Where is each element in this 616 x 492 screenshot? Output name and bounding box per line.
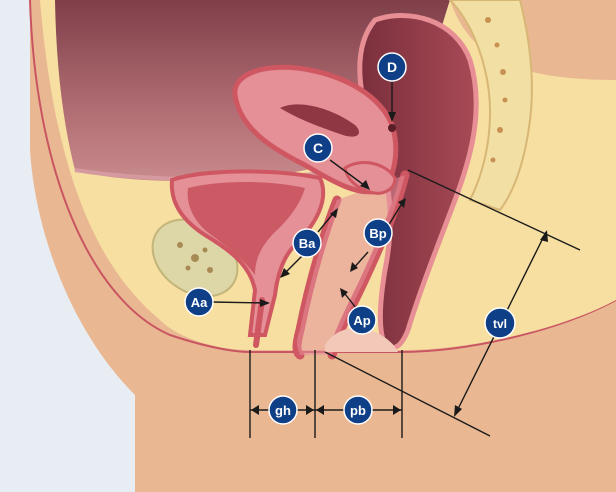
- label-bp: Bp: [364, 219, 392, 247]
- label-ba-text: Ba: [299, 236, 316, 251]
- label-ap-text: Ap: [353, 313, 370, 328]
- label-pb-text: pb: [350, 403, 366, 418]
- label-c: C: [304, 134, 332, 162]
- pointer-aa: [212, 302, 268, 303]
- label-c-text: C: [313, 140, 323, 156]
- label-gh-text: gh: [275, 403, 291, 418]
- label-tvl: tvl: [485, 308, 515, 338]
- posterior-fornix-dot: [388, 124, 396, 132]
- label-aa: Aa: [185, 288, 213, 316]
- label-d: D: [378, 53, 406, 81]
- label-bp-text: Bp: [369, 226, 386, 241]
- label-ap: Ap: [348, 306, 376, 334]
- label-ba: Ba: [293, 229, 321, 257]
- label-gh: gh: [269, 396, 297, 424]
- label-d-text: D: [387, 59, 397, 75]
- label-tvl-text: tvl: [493, 317, 507, 331]
- label-aa-text: Aa: [191, 295, 208, 310]
- label-pb: pb: [344, 396, 372, 424]
